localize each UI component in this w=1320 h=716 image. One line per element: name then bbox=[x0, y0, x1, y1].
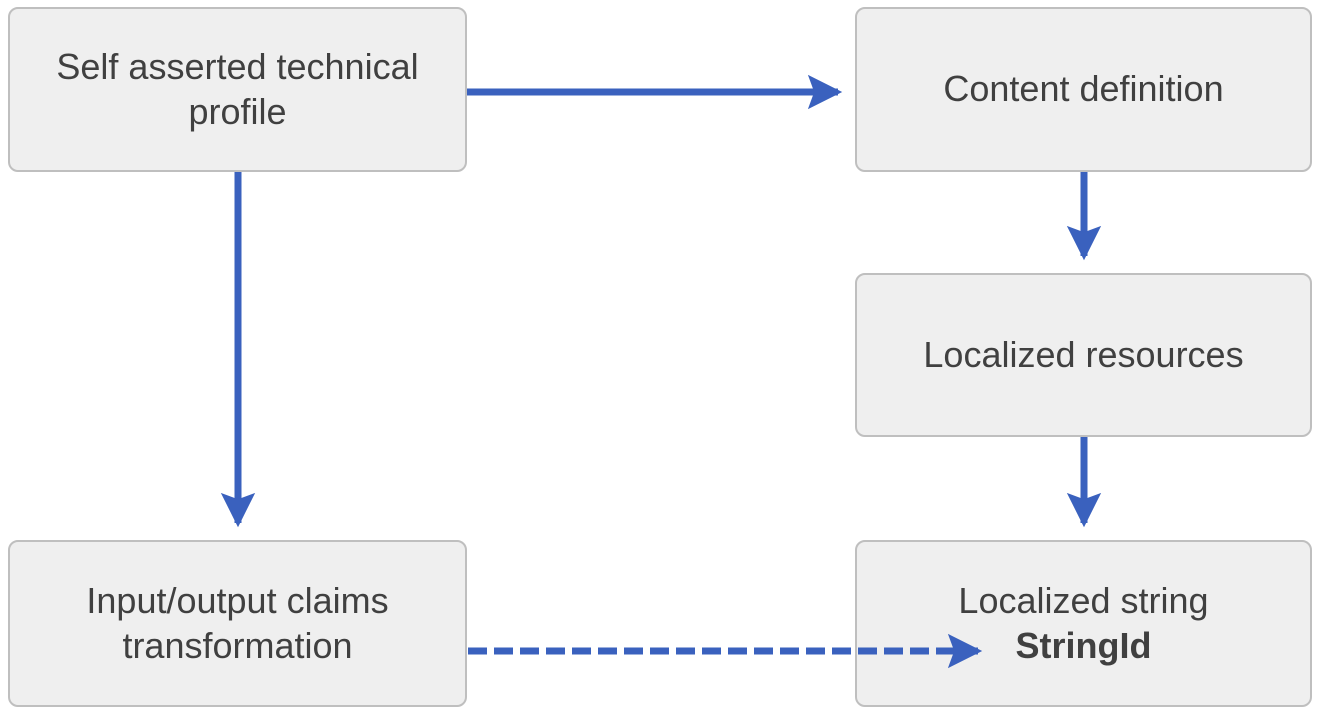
node-localized-resources[interactable]: Localized resources bbox=[855, 273, 1312, 437]
node-label-input-output-claims-transformation: Input/output claims transformation bbox=[86, 579, 389, 666]
node-label-localized-string-line1: Localized string bbox=[958, 579, 1209, 621]
node-content-definition[interactable]: Content definition bbox=[855, 7, 1312, 172]
node-label-localized-resources: Localized resources bbox=[923, 333, 1244, 375]
node-label-localized-string: Localized string StringId bbox=[944, 534, 1222, 713]
node-localized-string[interactable]: Localized string StringId bbox=[855, 540, 1312, 707]
node-label-string-id: StringId bbox=[1015, 624, 1152, 666]
node-input-output-claims-transformation[interactable]: Input/output claims transformation bbox=[8, 540, 467, 707]
node-self-asserted-technical-profile[interactable]: Self asserted technical profile bbox=[8, 7, 467, 172]
node-label-self-asserted-technical-profile: Self asserted technical profile bbox=[56, 45, 419, 132]
node-label-content-definition: Content definition bbox=[943, 68, 1224, 110]
